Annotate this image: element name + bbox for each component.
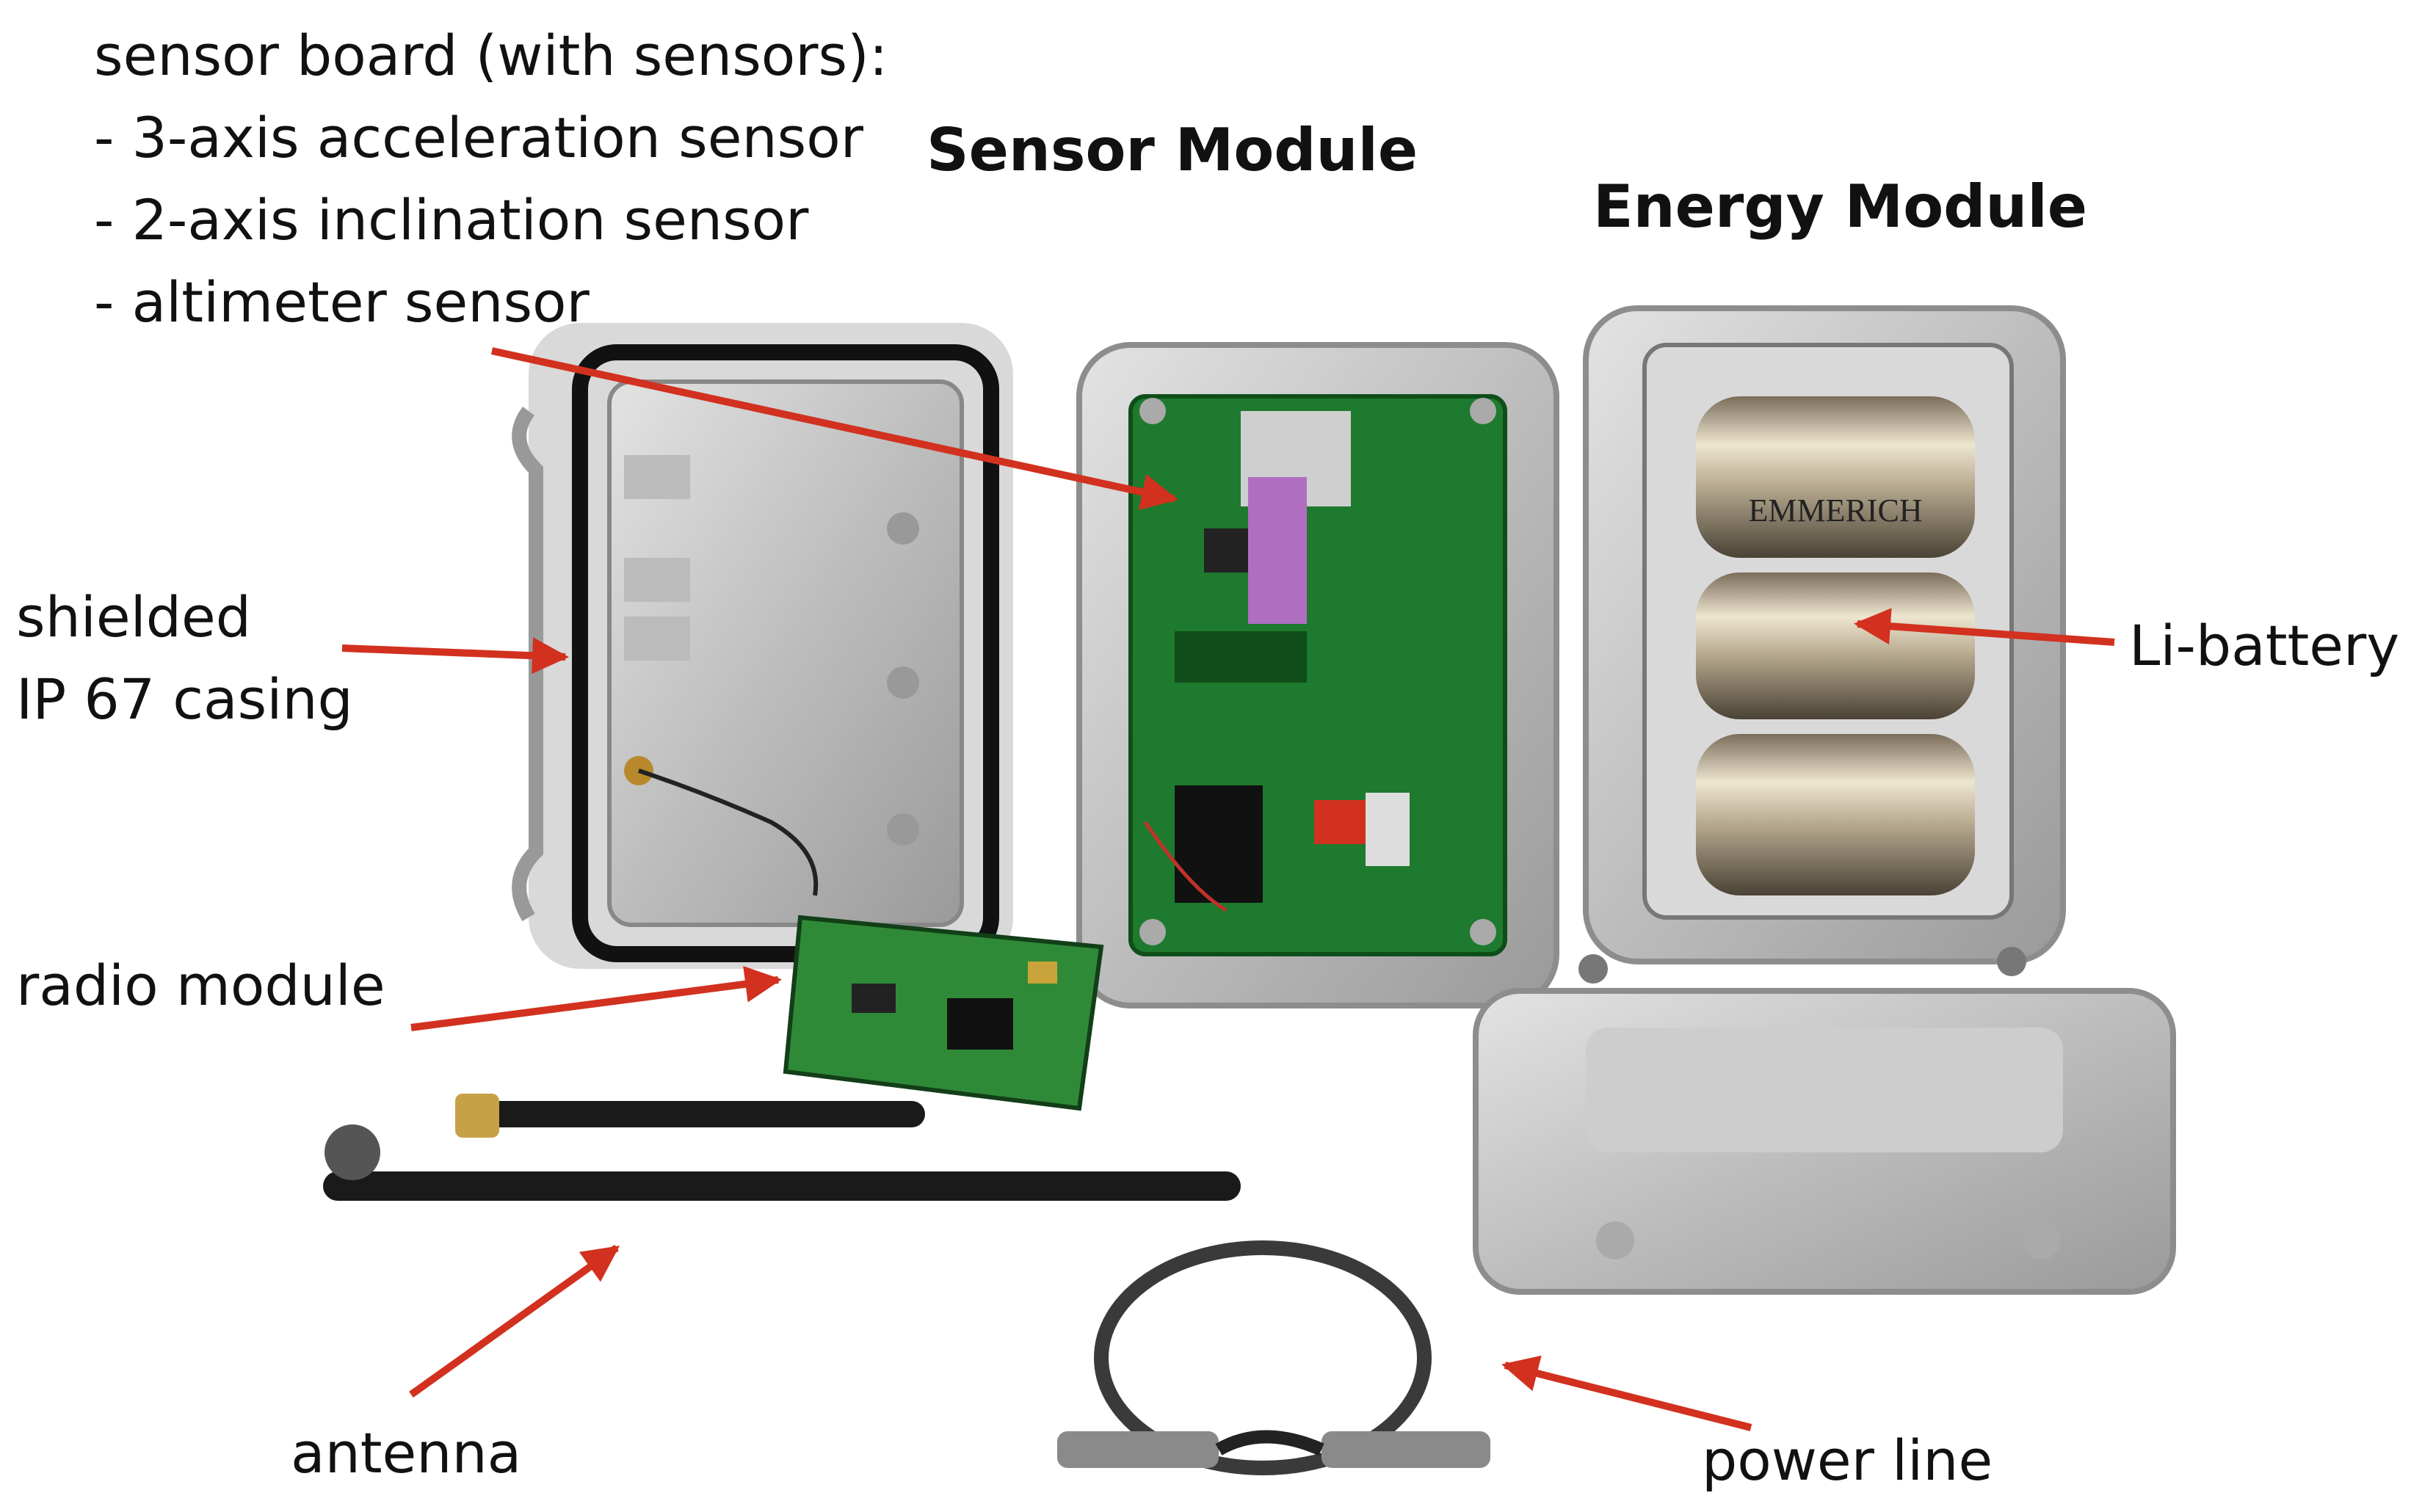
arrow-radio-module — [410, 966, 782, 1031]
battery-brand-text: EMMERICH — [1748, 493, 1922, 528]
sensor-board-annotation: sensor board (with sensors): - 3-axis ac… — [94, 15, 888, 344]
sensor-module — [1076, 342, 1559, 1008]
sensor-board-title: sensor board (with sensors): — [94, 23, 888, 88]
casing-label-line2: IP 67 casing — [16, 666, 353, 732]
energy-module-heading: Energy Module — [1593, 172, 2088, 241]
power-line-label: power line — [1702, 1428, 1993, 1493]
sensor-list-item: - altimeter sensor — [94, 269, 590, 335]
sensor-list-item: - 2-axis inclination sensor — [94, 187, 809, 252]
energy-module-lid — [1473, 947, 2176, 1295]
radio-module-label: radio module — [16, 953, 385, 1018]
arrow-sensor-board — [490, 347, 1178, 510]
casing-annotation: shielded IP 67 casing — [16, 576, 353, 741]
casing — [512, 323, 1013, 969]
power-line-cable — [1057, 1240, 1490, 1475]
sensor-list-item: - 3-axis acceleration sensor — [94, 105, 863, 170]
arrow-antenna — [409, 1244, 620, 1398]
sensor-module-heading: Sensor Module — [927, 116, 1418, 184]
battery-label: Li-battery — [2129, 613, 2400, 678]
annotation-arrows — [341, 347, 2115, 1431]
antennas — [323, 1094, 1241, 1201]
arrow-power-line — [1501, 1355, 1752, 1431]
arrow-casing — [341, 637, 569, 675]
energy-module: EMMERICH — [1583, 305, 2066, 964]
arrow-battery — [1854, 608, 2115, 646]
antenna-label: antenna — [291, 1420, 522, 1486]
radio-module-board — [783, 915, 1104, 1111]
casing-label-line1: shielded — [16, 584, 251, 650]
